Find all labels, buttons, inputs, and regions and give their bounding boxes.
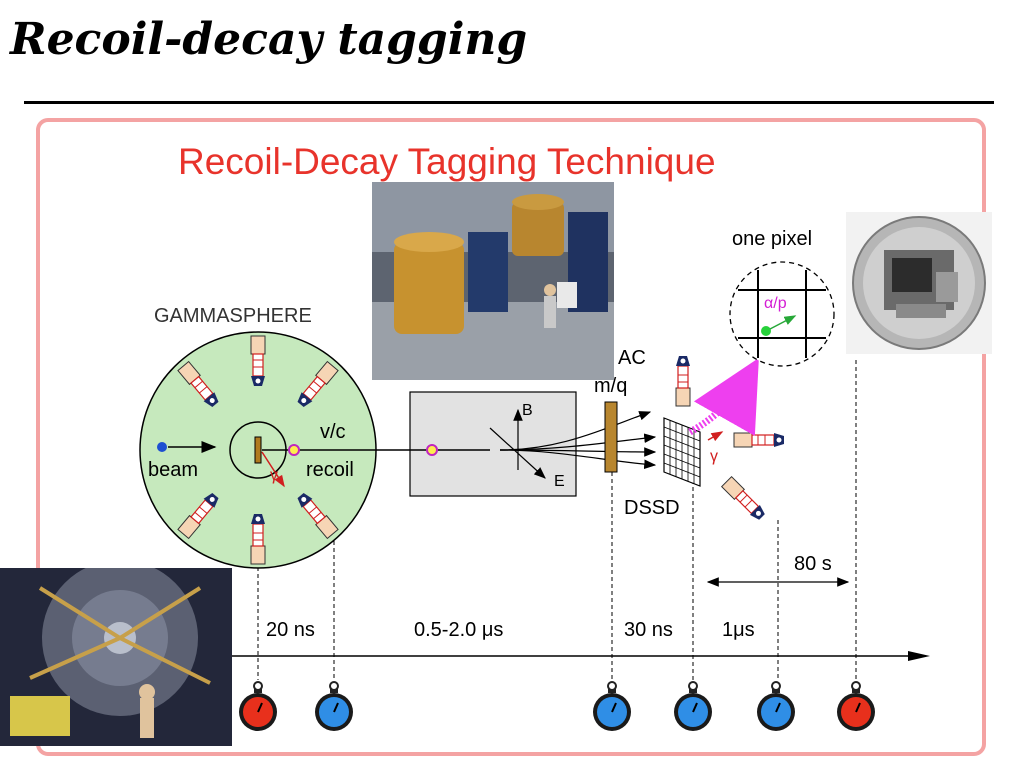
delayed-gamma-label: γ bbox=[710, 448, 718, 465]
time-1us: 1μs bbox=[722, 619, 755, 641]
title-rule bbox=[24, 101, 994, 104]
time-axis-arrow bbox=[908, 651, 930, 661]
decay-arrow bbox=[769, 315, 797, 330]
dssd-detector bbox=[663, 417, 701, 487]
pgac-label: AC bbox=[618, 347, 646, 369]
time-20ns: 20 ns bbox=[266, 619, 315, 641]
vc-label: v/c bbox=[320, 421, 346, 443]
dssd-label: DSSD bbox=[624, 497, 680, 519]
pixel-magnifier bbox=[729, 261, 835, 367]
time-30ns: 30 ns bbox=[624, 619, 673, 641]
fma-photo bbox=[372, 182, 614, 380]
e-field-label: E bbox=[554, 473, 565, 490]
mq-label: m/q bbox=[594, 375, 627, 397]
beam-particle bbox=[157, 442, 167, 452]
stopwatch-2 bbox=[314, 681, 354, 732]
one-pixel-label: one pixel bbox=[732, 228, 812, 250]
stopwatch-4 bbox=[673, 681, 713, 732]
mass-dispersed-beams bbox=[499, 411, 657, 470]
recoil-label: recoil bbox=[306, 459, 354, 481]
time-80s: 80 s bbox=[794, 553, 832, 575]
b-field-label: B bbox=[522, 402, 533, 419]
stopwatch-3 bbox=[592, 681, 632, 732]
delayed-gamma-arrow bbox=[707, 431, 724, 442]
fma-box bbox=[409, 391, 577, 497]
recoil-ion bbox=[288, 444, 300, 456]
time-0-5-2-0us: 0.5-2.0 μs bbox=[414, 619, 503, 641]
stopwatch-1 bbox=[238, 681, 278, 732]
figure-title: Recoil-Decay Tagging Technique bbox=[178, 141, 716, 182]
pixel-zoom-arrow bbox=[688, 357, 759, 436]
pixel-grid bbox=[738, 270, 826, 358]
alpha-p-label: α/p bbox=[764, 295, 787, 312]
target bbox=[254, 436, 262, 464]
fma-recoil-ion bbox=[426, 444, 438, 456]
gammasphere-label: GAMMASPHERE bbox=[154, 305, 312, 327]
decay-particle bbox=[761, 326, 771, 336]
gamma-label: γ bbox=[270, 467, 278, 484]
time-markers bbox=[257, 360, 857, 680]
prompt-gamma-arrow bbox=[261, 451, 285, 488]
stopwatch-6 bbox=[836, 681, 876, 732]
stopwatch-5 bbox=[756, 681, 796, 732]
dssd-photo bbox=[846, 212, 992, 354]
e-field-arrow bbox=[489, 427, 546, 479]
pgac-detector bbox=[604, 401, 618, 473]
gammasphere-photo bbox=[0, 568, 232, 746]
beam-label: beam bbox=[148, 459, 198, 481]
slide-title: Recoil-decay tagging bbox=[10, 14, 528, 65]
